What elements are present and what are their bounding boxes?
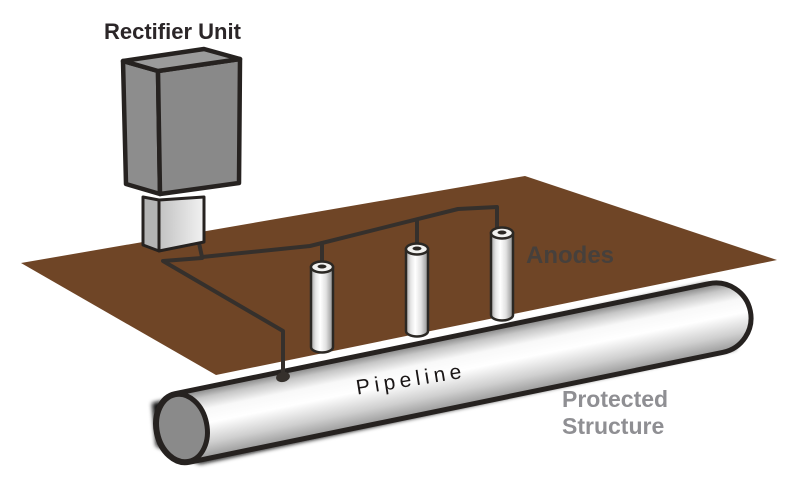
rectifier-box bbox=[120, 46, 243, 197]
protected-structure-line1: Protected bbox=[562, 386, 668, 412]
rectifier-box-side bbox=[155, 56, 243, 197]
ground-plane bbox=[21, 176, 777, 375]
pipeline-opening bbox=[154, 391, 210, 465]
anodes-label: Anodes bbox=[526, 242, 614, 269]
pedestal-side-face bbox=[141, 195, 161, 253]
anode-top-hole bbox=[317, 264, 327, 269]
anode-top-hole bbox=[412, 246, 422, 251]
rectifier-box-top bbox=[120, 46, 243, 74]
rectifier-pedestal bbox=[141, 195, 206, 253]
pipe-connection-dot bbox=[276, 371, 290, 383]
rectifier-box-front bbox=[120, 58, 163, 197]
protected-structure-label: Protected Structure bbox=[562, 386, 668, 439]
rectifier-output-stub bbox=[197, 241, 204, 259]
anode-header-cable bbox=[200, 205, 499, 259]
anode-cylinder bbox=[309, 265, 335, 354]
rectifier-unit-label: Rectifier Unit bbox=[104, 19, 242, 44]
protected-structure-line2: Structure bbox=[562, 413, 664, 439]
anode-cylinder bbox=[404, 247, 430, 338]
anode-cylinder bbox=[489, 231, 515, 322]
anode-top-hole bbox=[497, 230, 507, 235]
anode-group bbox=[309, 226, 515, 354]
pedestal-front-face bbox=[157, 195, 206, 253]
negative-return-cable bbox=[161, 256, 285, 374]
